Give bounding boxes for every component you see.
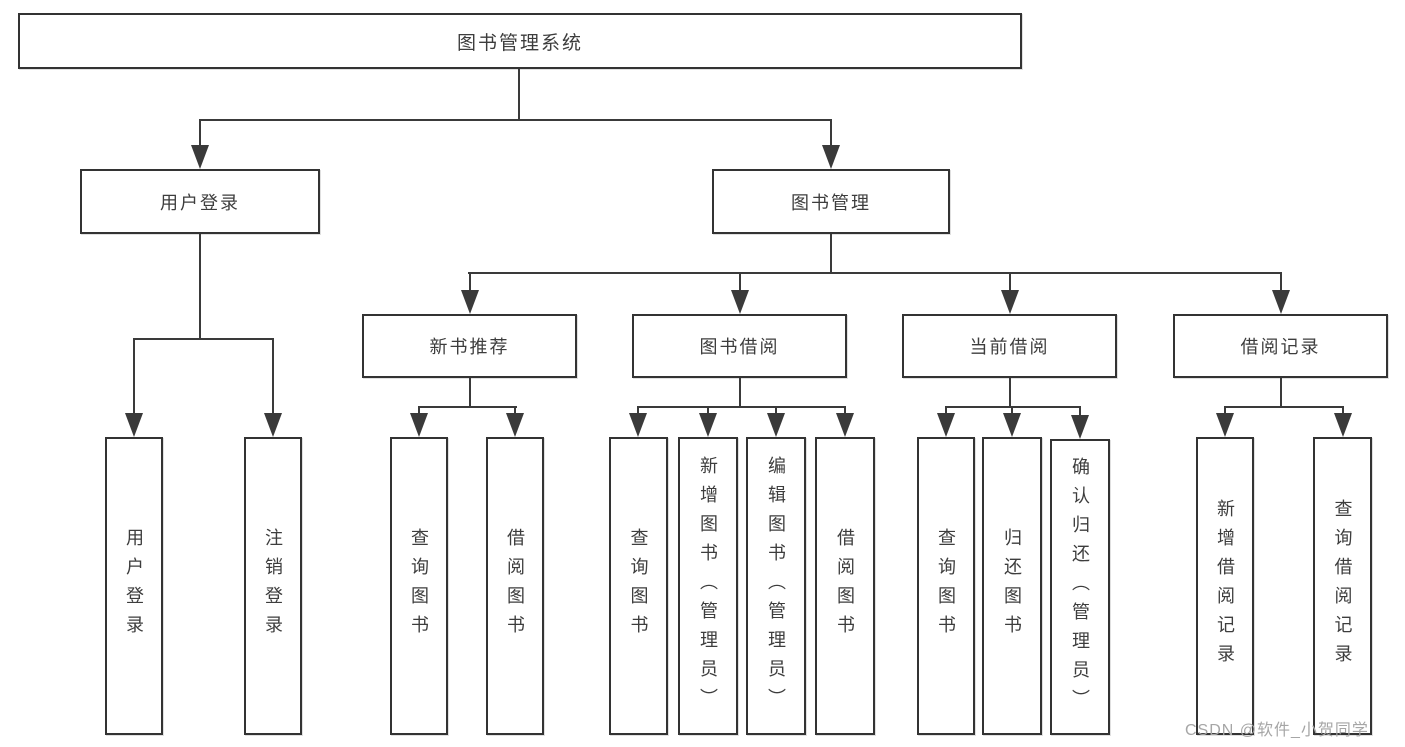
node-root: 图书管理系统 [18,13,1022,69]
connector-arrowhead [1001,290,1019,314]
node-root-label: 图书管理系统 [456,32,583,54]
node-current-borrow-label: 当前借阅 [969,337,1050,357]
connector-arrowhead [836,413,854,437]
node-borrow-records-label: 借阅记录 [1240,337,1321,357]
connector-vline [637,406,639,417]
connector-arrowhead [191,145,209,169]
leaf-records-query-record-label: 查询借阅记录 [1332,499,1353,673]
node-user-login-label: 用户登录 [160,192,240,213]
connector-vline [739,272,741,294]
connector-arrowhead [1071,415,1089,439]
connector-vline [1009,272,1011,294]
connector-arrowhead [629,413,647,437]
leaf-user-login: 用户登录 [105,437,163,735]
leaf-borrow-query-books-label: 查询图书 [628,528,649,644]
leaf-newbook-borrow-books: 借阅图书 [486,437,544,735]
connector-vline [1280,272,1282,294]
node-new-book-recommend-label: 新书推荐 [429,337,510,357]
connector-arrowhead [461,290,479,314]
connector-arrowhead [1003,413,1021,437]
node-user-login: 用户登录 [80,169,320,234]
leaf-borrow-add-books-admin-label: 新增图书（管理员） [698,455,718,717]
leaf-newbook-query-books: 查询图书 [390,437,448,735]
leaf-current-return-books: 归还图书 [982,437,1042,735]
connector-hline [1224,406,1344,408]
connector-vline [1011,406,1013,417]
connector-hline [945,406,1081,408]
connector-hline [637,406,846,408]
connector-arrowhead [1334,413,1352,437]
connector-arrowhead [1272,290,1290,314]
connector-arrowhead [767,413,785,437]
leaf-borrow-add-books-admin: 新增图书（管理员） [678,437,738,735]
connector-arrowhead [506,413,524,437]
leaf-borrow-edit-books-admin: 编辑图书（管理员） [746,437,806,735]
node-borrow-records: 借阅记录 [1173,314,1388,378]
connector-vline [518,69,520,119]
leaf-logout-login: 注销登录 [244,437,302,735]
connector-hline [468,272,1282,274]
connector-vline [844,406,846,417]
connector-arrowhead [822,145,840,169]
connector-arrowhead [1216,413,1234,437]
leaf-current-query-books: 查询图书 [917,437,975,735]
leaf-borrow-borrow-books: 借阅图书 [815,437,875,735]
connector-arrowhead [125,413,143,437]
connector-vline [133,338,135,417]
connector-vline [1009,378,1011,408]
connector-arrowhead [937,413,955,437]
connector-vline [1342,406,1344,417]
connector-arrowhead [410,413,428,437]
watermark-text: CSDN @软件_小贺同学 [1185,722,1369,739]
node-book-management-label: 图书管理 [791,192,871,213]
connector-vline [775,406,777,417]
connector-vline [199,234,201,340]
leaf-records-query-record: 查询借阅记录 [1313,437,1372,735]
connector-vline [199,119,201,149]
connector-vline [707,406,709,417]
connector-vline [739,378,741,408]
node-new-book-recommend: 新书推荐 [362,314,577,378]
connector-arrowhead [699,413,717,437]
leaf-current-query-books-label: 查询图书 [936,528,956,644]
node-book-borrow: 图书借阅 [632,314,847,378]
leaf-current-confirm-return-admin-label: 确认归还（管理员） [1070,456,1090,718]
connector-vline [830,234,832,274]
node-book-borrow-label: 图书借阅 [699,337,780,357]
connector-vline [469,272,471,294]
leaf-borrow-borrow-books-label: 借阅图书 [835,528,855,644]
connector-vline [469,378,471,408]
leaf-newbook-borrow-books-label: 借阅图书 [505,528,525,644]
leaf-records-add-record: 新增借阅记录 [1196,437,1254,735]
leaf-current-confirm-return-admin: 确认归还（管理员） [1050,439,1110,735]
leaf-borrow-query-books: 查询图书 [609,437,668,735]
connector-arrowhead [731,290,749,314]
connector-hline [133,338,274,340]
node-book-management: 图书管理 [712,169,950,234]
leaf-current-return-books-label: 归还图书 [1002,528,1022,644]
leaf-records-add-record-label: 新增借阅记录 [1215,499,1235,673]
connector-hline [199,119,832,121]
connector-vline [1280,378,1282,408]
leaf-borrow-edit-books-admin-label: 编辑图书（管理员） [766,455,786,717]
connector-vline [1079,406,1081,417]
leaf-newbook-query-books-label: 查询图书 [409,528,429,644]
node-current-borrow: 当前借阅 [902,314,1117,378]
leaf-user-login-label: 用户登录 [124,528,144,644]
leaf-logout-login-label: 注销登录 [263,528,283,644]
connector-arrowhead [264,413,282,437]
connector-vline [1224,406,1226,417]
connector-vline [514,406,516,417]
connector-vline [418,406,420,417]
connector-vline [272,338,274,417]
connector-vline [830,119,832,149]
connector-vline [945,406,947,417]
connector-hline [418,406,517,408]
